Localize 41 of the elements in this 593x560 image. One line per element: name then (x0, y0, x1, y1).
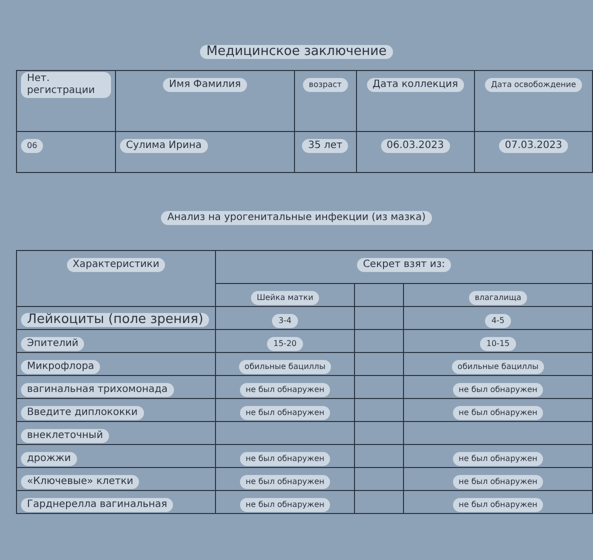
row-label: Лейкоциты (поле зрения) (21, 313, 210, 327)
table-cell: обильные бациллы (238, 360, 332, 374)
row-label: Эпителий (21, 337, 84, 351)
table-cell: не был обнаружен (240, 452, 330, 466)
table-cell: Сулима Ирина (120, 139, 208, 153)
table-cell: не был обнаружен (240, 475, 330, 489)
table-cell: 06.03.2023 (380, 139, 450, 153)
row-label: Гарднерелла вагинальная (21, 498, 174, 512)
table-cell: не был обнаружен (452, 383, 544, 397)
document-title: Медицинское заключение (200, 45, 393, 59)
column-header: Характеристики (66, 258, 166, 272)
table-cell: 15-20 (267, 337, 303, 351)
table-cell: не был обнаружен (452, 498, 544, 512)
column-header: возраст (302, 78, 348, 92)
table-cell: 4-5 (485, 314, 511, 328)
column-header: Дата освобождение (485, 78, 582, 92)
column-header: Дата коллекция (366, 78, 464, 92)
row-label: вагинальная трихомонада (21, 383, 174, 397)
table-cell: не был обнаружен (452, 406, 544, 420)
column-header: Имя Фамилия (163, 78, 247, 92)
row-label: внеклеточный (21, 429, 109, 443)
row-label: дрожжи (21, 452, 77, 466)
table-cell: не был обнаружен (240, 498, 330, 512)
table-cell: обильные бациллы (452, 360, 544, 374)
row-label: «Ключевые» клетки (21, 475, 140, 489)
table-cell: не был обнаружен (452, 452, 544, 466)
table-cell: 35 лет (302, 139, 348, 153)
table-cell: 10-15 (480, 337, 516, 351)
table-cell: не был обнаружен (240, 406, 330, 420)
row-label: Введите диплококки (21, 406, 144, 420)
section-heading: Анализ на урогенитальные инфекции (из мазка) (161, 211, 432, 225)
column-header: влагалища (468, 291, 528, 305)
column-header: Секрет взят из: (356, 258, 452, 272)
table-cell: не был обнаружен (452, 475, 544, 489)
table-cell: не был обнаружен (240, 383, 330, 397)
table-cell: 06 (21, 139, 44, 153)
column-header: Шейка матки (250, 291, 320, 305)
row-label: Микрофлора (21, 360, 100, 374)
table-cell: 07.03.2023 (498, 139, 568, 153)
table-cell: 3-4 (272, 314, 298, 328)
column-header: Нет. регистрации (21, 72, 111, 98)
